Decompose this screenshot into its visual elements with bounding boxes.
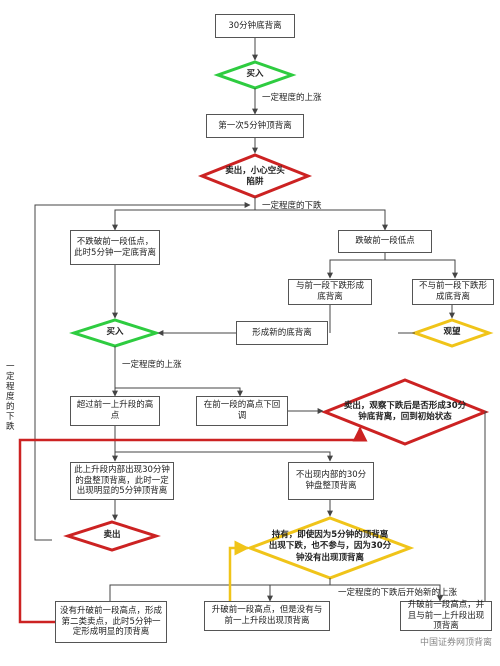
- node-start: 30分钟底背离: [215, 14, 295, 38]
- buy-label-2: 买入: [106, 327, 124, 338]
- node-first-top: 第一次5分钟顶背离: [206, 114, 304, 138]
- edge-left-loop: [34, 202, 251, 541]
- label-down-1: 一定程度的下跌: [262, 201, 322, 211]
- node-below-high: 在前一段的高点下回调: [196, 396, 288, 426]
- node-must-top: 此上升段内部出现30分钟的盘整顶背离，此时一定出现明显的5分钟顶背离: [70, 462, 174, 500]
- label-down-side: 一定程度的下跌: [6, 362, 15, 432]
- watermark: 中国证券网顶背离: [419, 638, 492, 648]
- edge-bottom-split: [109, 584, 443, 602]
- watch-label: 观望: [443, 327, 461, 338]
- sell-label-2: 卖出: [103, 530, 121, 541]
- yellow-feedback-line: [228, 540, 250, 612]
- hold-label: 持有，即使因为5分钟的顶背离出现下跌，也不参与，因为30分钟没有出现顶背离: [268, 530, 392, 563]
- sell-diamond-2: [63, 520, 161, 552]
- buy-label-1: 买入: [246, 69, 264, 80]
- edge-split: [114, 209, 386, 228]
- node-no-div: 不与前一段下跌形成底背离: [412, 279, 494, 305]
- node-no-exceed: 没有升破前一段高点，形成第二类卖点，此时5分钟一定形成明显的顶背离: [55, 601, 167, 643]
- sell-watch-label: 卖出，观察下跌后是否形成30分钟底背离，回到初始状态: [343, 400, 467, 422]
- watch-diamond: [410, 318, 494, 348]
- node-new-div: 形成新的底背离: [236, 321, 328, 345]
- node-no-break: 不跌破前一段低点，此时5分钟一定底背离: [70, 230, 160, 265]
- node-no-inner: 不出现内部的30分钟盘整顶背离: [288, 462, 374, 500]
- sell-label-1: 卖出，小心空头陷阱: [225, 165, 285, 187]
- edge-break-split: [329, 259, 458, 279]
- node-break-but-no: 升破前一段高点，但是没有与前一上升段出现顶背离: [204, 601, 330, 631]
- node-with-div: 与前一段下跌形成底背离: [288, 279, 372, 305]
- label-down-new: 一定程度的下跌后开始新的上涨: [338, 588, 458, 598]
- edge-exceed-noinner: [115, 451, 333, 462]
- red-feedback-line: [18, 426, 368, 624]
- label-up-2: 一定程度的上涨: [122, 360, 182, 370]
- node-break-with: 升破前一段高点，并且与前一上升段出现顶背离: [400, 600, 492, 631]
- label-up-1: 一定程度的上涨: [262, 93, 322, 103]
- node-break-low: 跌破前一段低点: [338, 230, 432, 253]
- edge-buy2-split: [115, 387, 243, 397]
- edge-right-return: [484, 411, 487, 605]
- node-exceed-high: 超过前一上升段的高点: [70, 396, 160, 426]
